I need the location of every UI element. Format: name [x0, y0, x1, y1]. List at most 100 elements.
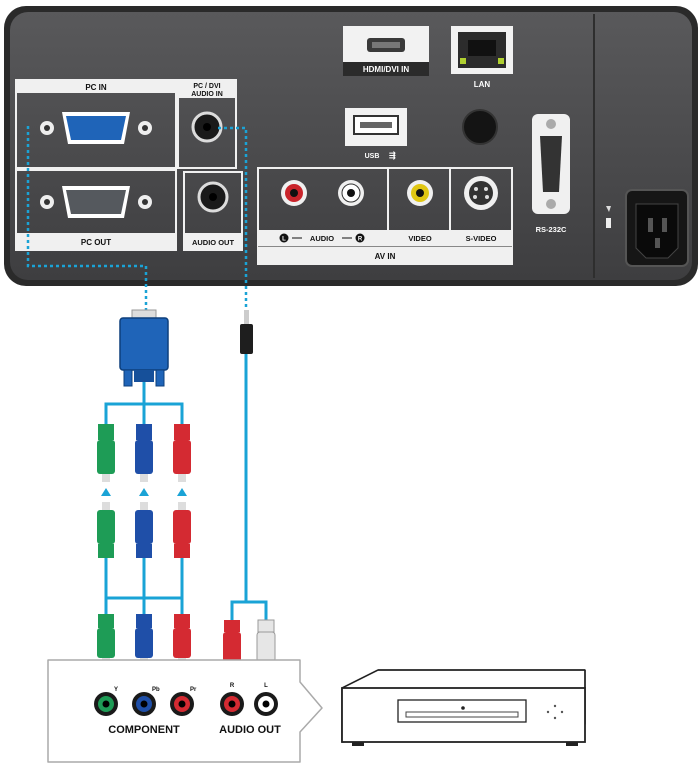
- mini-jack-tip: [244, 310, 249, 324]
- pc-in-label-band: [16, 80, 176, 93]
- lock-icon: [606, 206, 611, 212]
- lan-led-left: [460, 58, 466, 64]
- rs232c-port[interactable]: RS-232C: [532, 114, 570, 234]
- panel-audio-out-jack[interactable]: [197, 181, 229, 213]
- pc-out-screw-right-hole: [142, 199, 148, 205]
- rca-blue-boot: [136, 424, 152, 440]
- rca-blue-tip: [140, 474, 148, 482]
- av-video-label: VIDEO: [408, 234, 432, 243]
- vga-thumbscrew-right: [155, 369, 165, 387]
- audio-out-l-jack[interactable]: L: [254, 683, 278, 716]
- rca-green-tip: [102, 474, 110, 482]
- lan-label: LAN: [474, 80, 491, 89]
- rca-green-boot: [98, 424, 114, 440]
- av-svideo-label: S-VIDEO: [466, 234, 497, 243]
- usb-label: USB: [365, 153, 380, 160]
- player-foot-right: [566, 742, 578, 746]
- pc-out-vga-port[interactable]: [40, 186, 152, 218]
- rca-red-plug-upper: [173, 424, 191, 482]
- av-audio-r-jack[interactable]: [338, 180, 364, 206]
- pc-dvi-audio-label-band: [178, 80, 236, 98]
- rca-blue-tip: [140, 502, 148, 510]
- video-player-device: [341, 669, 586, 746]
- vga-plug: [119, 309, 169, 387]
- pc-audio-jack-hole: [203, 123, 211, 131]
- rs232c-screw-top: [546, 119, 556, 129]
- lan-port[interactable]: LAN: [451, 26, 513, 89]
- av-in-label-band: [258, 247, 512, 264]
- rca-red-tip: [178, 474, 186, 482]
- pc-in-vga-port[interactable]: [40, 112, 152, 144]
- rca-red-body: [173, 440, 191, 474]
- player-tray: [397, 699, 527, 723]
- projector-back-panel: HDMI/DVI IN LAN PC IN PC / DVI AUDIO IN: [4, 6, 698, 286]
- av-audio-l-hole: [290, 189, 298, 197]
- jack-pr-label: Pr: [190, 687, 197, 693]
- pc-in-socket: [66, 116, 126, 140]
- hdmi-dvi-in-label: HDMI/DVI IN: [363, 65, 409, 74]
- vga-plug-body: [119, 317, 169, 371]
- component-pr-jack[interactable]: Pr: [170, 687, 197, 716]
- arrow-up-icon: [177, 488, 187, 496]
- player-button-dot: [560, 710, 564, 714]
- jack-pb-label: Pb: [152, 687, 160, 693]
- rca-green-boot: [98, 544, 114, 558]
- pc-out-screw-left-hole: [44, 199, 50, 205]
- player-button-dot: [546, 710, 550, 714]
- rca-green-body: [97, 628, 115, 658]
- svideo-pin-2: [484, 187, 488, 191]
- jack-pb-hole: [140, 700, 148, 708]
- rs232c-screw-bottom: [546, 199, 556, 209]
- component-y-jack[interactable]: Y: [94, 687, 118, 716]
- audio-split: [230, 600, 268, 620]
- av-video-jack[interactable]: [407, 180, 433, 206]
- audio-out-frame: [183, 171, 243, 251]
- rca-red-boot: [174, 424, 190, 440]
- pc-in-screw-left-hole: [44, 125, 50, 131]
- usb-icon: ⇶: [389, 151, 396, 160]
- rca-green-body: [97, 440, 115, 474]
- usb-port[interactable]: USB ⇶: [345, 108, 407, 160]
- arrow-up-icon: [101, 488, 111, 496]
- av-audio-r-hole: [347, 189, 355, 197]
- player-edge-left: [341, 669, 379, 689]
- audio-out-r-jack[interactable]: R: [220, 683, 244, 716]
- hdmi-label-band: [343, 62, 429, 76]
- rca-blue-boot: [136, 544, 152, 558]
- pc-dvi-audio-label-line1: PC / DVI: [193, 83, 220, 90]
- rca-blue-body: [135, 440, 153, 474]
- rca-blue-plug-middle: [135, 502, 153, 558]
- audio-out-jack-hole: [209, 193, 217, 201]
- av-svideo-jack[interactable]: [464, 176, 498, 210]
- rca-plugs-upper: [97, 424, 191, 496]
- jack-r-hole: [228, 700, 236, 708]
- security-lock-slot: [606, 206, 611, 228]
- hdmi-dvi-in-port[interactable]: HDMI/DVI IN: [343, 26, 429, 76]
- rca-green-body: [97, 510, 115, 544]
- rca-red-plug-middle: [173, 502, 191, 558]
- jack-pr-hole: [178, 700, 186, 708]
- power-pin-right: [662, 218, 667, 232]
- player-button-dot: [553, 716, 557, 720]
- av-video-hole: [416, 189, 424, 197]
- component-pb-jack[interactable]: Pb: [132, 687, 160, 716]
- rca-red-boot: [174, 544, 190, 558]
- av-in-label: AV IN: [375, 252, 396, 261]
- rca-green-plug-upper: [97, 424, 115, 482]
- svideo-pin-3: [473, 195, 477, 199]
- vga-dotted-lead: [26, 126, 148, 312]
- lan-socket-inner: [468, 40, 496, 56]
- rca-blue-boot: [136, 614, 152, 628]
- lan-led-right: [498, 58, 504, 64]
- rca-red-body: [173, 628, 191, 658]
- rca-green-tip: [102, 502, 110, 510]
- rca-audio-white-boot: [257, 619, 275, 633]
- player-indicator: [461, 706, 465, 710]
- pc-dvi-audio-in-jack[interactable]: [191, 111, 223, 143]
- pc-in-screw-right-hole: [142, 125, 148, 131]
- power-inlet[interactable]: [625, 189, 689, 267]
- rca-red-boot: [174, 614, 190, 628]
- pc-dvi-audio-label-line2: AUDIO IN: [191, 91, 223, 98]
- av-audio-l-jack[interactable]: [281, 180, 307, 206]
